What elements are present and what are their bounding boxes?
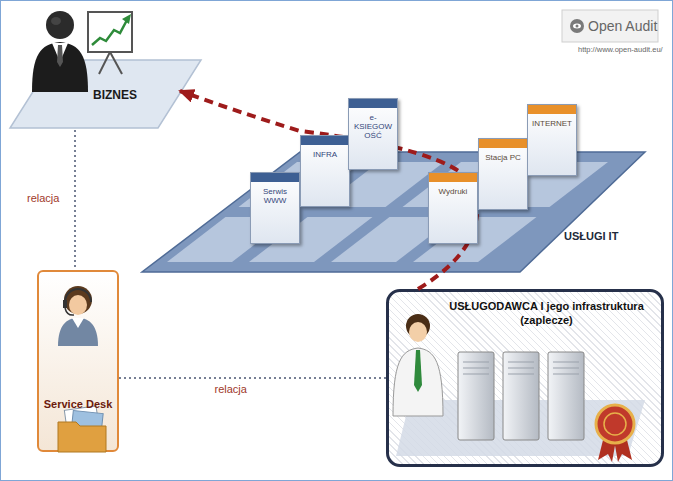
document-folder (58, 406, 106, 452)
logo-text: Open Audit (588, 18, 657, 34)
service-name: e- KSIEGOW OŚĆ (352, 113, 394, 141)
service-name: INFRA (304, 150, 346, 159)
service-name: Stacja PC (482, 153, 524, 162)
box-title: Service Desk (41, 398, 115, 410)
url-text: http://www.open-audit.eu/ (578, 45, 663, 54)
card-header-strip (528, 105, 576, 114)
provider-person (393, 314, 443, 416)
service-card: e- KSIEGOW OŚĆ (348, 98, 398, 170)
service-card: Wydruki (428, 172, 478, 244)
card-header-strip (301, 136, 349, 145)
service-name: Wydruki (432, 187, 474, 196)
service-card: Serwis WWW (250, 172, 300, 244)
card-header-strip (479, 139, 527, 148)
relation-line (74, 130, 76, 270)
edge-label: relacja (213, 383, 249, 395)
service-name: Serwis WWW (254, 187, 296, 205)
service-name: INTERNET (531, 119, 573, 128)
card-header-strip (429, 173, 477, 182)
relation-line (119, 377, 386, 379)
box-title: USŁUGODAWCA I jego infrastruktura (zaple… (444, 300, 649, 328)
service-card: Stacja PC (478, 138, 528, 210)
service-desk-agent (58, 286, 98, 346)
service-card: INTERNET (527, 104, 577, 176)
platform-label: BIZNES (78, 88, 152, 102)
platform-label: USŁUGI IT (564, 230, 648, 242)
service-desk-box: Service Desk (37, 270, 119, 452)
quality-medal (596, 405, 634, 462)
provider-platform (396, 400, 645, 456)
businessman-figure (32, 11, 88, 92)
provider-box: USŁUGODAWCA I jego infrastruktura (zaple… (386, 289, 664, 467)
card-header-strip (251, 173, 299, 182)
logo-badge (562, 10, 658, 42)
service-card: INFRA (300, 135, 350, 207)
chart-easel (88, 12, 132, 74)
business-platform: BIZNES (8, 58, 203, 130)
server-racks (458, 352, 584, 440)
services-platform: USŁUGI ITSerwis WWWINFRAe- KSIEGOW OŚĆWy… (140, 150, 650, 275)
card-header-strip (349, 99, 397, 108)
edge-label: relacja (25, 192, 61, 204)
